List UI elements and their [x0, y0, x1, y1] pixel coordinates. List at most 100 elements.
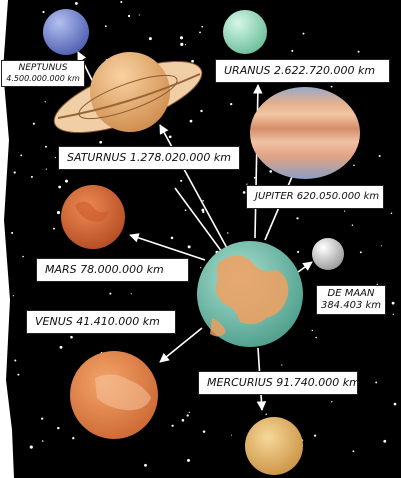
- arrow-to-venus: [159, 327, 203, 363]
- star: [56, 211, 61, 215]
- star: [191, 59, 194, 63]
- star: [59, 345, 63, 349]
- star: [311, 329, 314, 332]
- star: [29, 445, 33, 449]
- star: [201, 25, 204, 28]
- star: [330, 85, 333, 88]
- star: [12, 295, 15, 297]
- star: [41, 417, 44, 420]
- star: [170, 236, 174, 240]
- star: [315, 336, 318, 339]
- star: [331, 401, 333, 403]
- mars-planet: [61, 185, 125, 249]
- star: [227, 232, 229, 234]
- star: [242, 191, 246, 194]
- star: [130, 293, 132, 295]
- neptune-name: NEPTUNUS: [18, 63, 68, 73]
- star: [44, 101, 46, 103]
- star: [353, 164, 355, 167]
- moon-body: [312, 238, 344, 270]
- neptune-distance: 4.500.000.000 km: [6, 74, 80, 83]
- arrow-to-moon: [297, 261, 313, 273]
- star: [187, 245, 191, 249]
- earth-planet: [197, 241, 303, 347]
- star: [20, 154, 23, 157]
- star: [30, 175, 33, 178]
- star: [187, 458, 190, 462]
- saturn-label: SATURNUS 1.278.020.000 km: [58, 146, 240, 170]
- star: [70, 335, 73, 339]
- star: [148, 37, 152, 41]
- arrow-to-saturn: [159, 124, 229, 251]
- neptune-planet: [43, 9, 89, 55]
- star: [54, 156, 57, 159]
- venus-planet: [70, 351, 158, 439]
- star: [109, 292, 112, 295]
- star: [41, 440, 44, 442]
- star: [265, 413, 267, 415]
- star: [184, 44, 186, 46]
- star: [42, 10, 45, 14]
- star: [13, 171, 16, 174]
- star: [378, 155, 381, 157]
- star: [392, 313, 394, 315]
- star: [351, 224, 354, 226]
- star: [391, 301, 395, 305]
- star: [186, 414, 189, 417]
- arrow-to-saturn-2: [174, 187, 223, 253]
- star: [138, 14, 140, 16]
- star: [45, 168, 47, 170]
- star: [199, 31, 201, 34]
- star: [17, 373, 20, 376]
- star: [376, 283, 378, 285]
- star: [352, 450, 355, 453]
- star: [200, 109, 203, 113]
- star: [99, 140, 103, 144]
- star: [383, 439, 387, 443]
- moon-distance: 384.403 km: [320, 300, 382, 311]
- star: [230, 434, 233, 436]
- star: [11, 231, 14, 234]
- star: [253, 176, 256, 179]
- star: [359, 251, 362, 254]
- star: [104, 25, 107, 28]
- mercury-planet: [245, 417, 303, 475]
- star: [144, 463, 147, 467]
- uranus-label: URANUS 2.622.720.000 km: [215, 59, 390, 83]
- star: [230, 102, 233, 106]
- star: [120, 1, 123, 3]
- star: [53, 227, 55, 230]
- star: [390, 212, 393, 214]
- star: [57, 426, 60, 430]
- star: [74, 1, 78, 5]
- jupiter-label: JUPITER 620.050.000 km: [246, 185, 384, 209]
- star: [357, 50, 360, 53]
- star: [14, 359, 17, 362]
- star: [297, 250, 300, 253]
- star: [171, 424, 174, 427]
- star: [127, 14, 131, 18]
- star: [184, 209, 187, 211]
- star: [189, 119, 193, 123]
- star: [314, 434, 317, 437]
- star: [32, 122, 35, 125]
- moon-label: DE MAAN 384.403 km: [316, 285, 386, 315]
- saturn-planet: [53, 52, 203, 134]
- star: [302, 32, 305, 35]
- mercury-label: MERCURIUS 91.740.000 km: [198, 371, 360, 395]
- mars-label: MARS 78.000.000 km: [36, 258, 189, 282]
- star: [296, 217, 299, 220]
- moon-name: DE MAAN: [327, 288, 375, 299]
- star: [202, 210, 205, 214]
- star: [22, 255, 24, 258]
- star: [181, 419, 185, 422]
- star: [269, 170, 273, 173]
- star: [202, 200, 204, 202]
- star: [393, 402, 397, 406]
- star: [180, 179, 183, 182]
- star: [202, 430, 206, 433]
- star: [201, 208, 205, 212]
- star: [168, 135, 172, 139]
- uranus-planet: [223, 10, 267, 54]
